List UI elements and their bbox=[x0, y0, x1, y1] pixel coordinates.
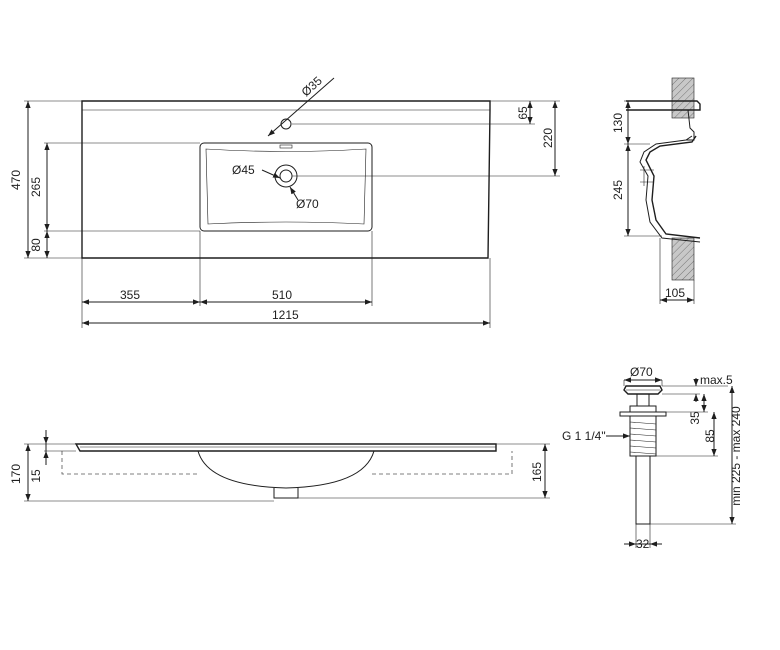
bowl-outline bbox=[199, 142, 373, 232]
overflow-slot bbox=[279, 144, 293, 149]
front-slab bbox=[74, 443, 497, 452]
dim-front-margin: 80 bbox=[29, 238, 43, 252]
dim-tap-from-back: 65 bbox=[516, 106, 530, 120]
dim-bowl-depth: 265 bbox=[29, 177, 43, 197]
label-cap-diameter: Ø70 bbox=[630, 365, 653, 379]
dim-bowl-height: 165 bbox=[530, 462, 544, 482]
front-hidden-contour bbox=[61, 451, 513, 475]
dim-pipe-diameter: 32 bbox=[636, 537, 650, 551]
dim-slab-thickness: 15 bbox=[29, 469, 43, 483]
basin-profile bbox=[645, 135, 701, 239]
dim-overall-height: 170 bbox=[9, 464, 23, 484]
drain-hole bbox=[279, 169, 293, 183]
label-drain-ring-diameter: Ø70 bbox=[296, 197, 319, 211]
label-tap-diameter: Ø35 bbox=[299, 73, 325, 99]
bowl-inner bbox=[205, 148, 367, 225]
dim-left-offset: 355 bbox=[120, 288, 140, 302]
label-thread-size: G 1 1/4" bbox=[562, 429, 606, 443]
wall-hatch-bottom bbox=[671, 237, 695, 281]
dim-total-length: min 225 - max 240 bbox=[729, 406, 743, 506]
dim-bowl-width: 510 bbox=[272, 288, 292, 302]
wall-hatch-top bbox=[671, 77, 695, 119]
top-view: 470 265 80 65 220 355 510 1215 Ø35 Ø45 Ø… bbox=[9, 73, 560, 328]
label-drain-diameter: Ø45 bbox=[232, 163, 255, 177]
dim-thread-length: 85 bbox=[703, 429, 717, 443]
dim-overall-depth: 470 bbox=[9, 170, 23, 190]
dim-top-to-bracket: 130 bbox=[611, 113, 625, 133]
dim-cap-to-flange: 35 bbox=[688, 411, 702, 425]
dim-bracket-height: 245 bbox=[611, 180, 625, 200]
countertop-outline bbox=[81, 100, 491, 259]
dim-section-depth: 105 bbox=[665, 286, 685, 300]
label-cap-lift: max.5 bbox=[700, 373, 733, 387]
front-bowl-curve bbox=[197, 450, 375, 489]
dim-overall-width: 1215 bbox=[272, 308, 299, 322]
drain-pipe bbox=[635, 455, 651, 525]
dim-drain-from-back: 220 bbox=[541, 128, 555, 148]
drain-cap bbox=[623, 385, 663, 395]
side-section: 130 245 105 bbox=[611, 77, 701, 304]
drain-detail: Ø70 max.5 35 85 min 225 - max 240 G 1 1/… bbox=[562, 365, 743, 551]
front-view: 170 15 165 bbox=[9, 430, 550, 502]
